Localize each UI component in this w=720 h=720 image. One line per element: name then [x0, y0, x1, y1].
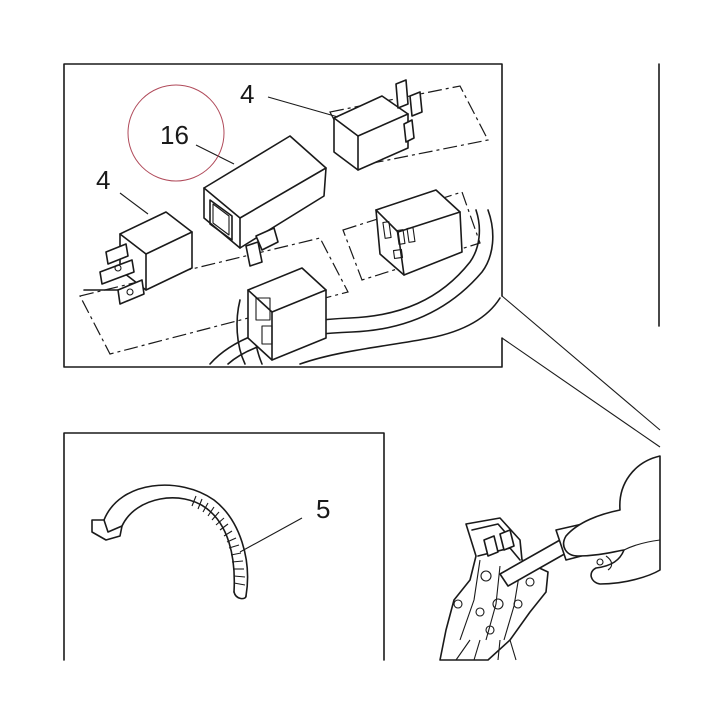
top-inset-frame	[63, 63, 503, 368]
callout-relay-right: 4	[240, 79, 254, 109]
inset-leader-lower	[501, 337, 661, 448]
relay-left	[83, 211, 193, 305]
leader-relay-left	[119, 192, 149, 215]
top-inset-panel	[63, 63, 661, 448]
leader-cable-tie	[239, 517, 303, 553]
leader-flasher	[195, 144, 235, 165]
callout-relay-left: 4	[96, 165, 110, 195]
callout-flasher: 16	[160, 120, 189, 150]
relay-socket-right	[375, 189, 463, 276]
hand	[562, 455, 661, 585]
inset-leader-upper	[501, 295, 661, 431]
relay-right	[333, 79, 423, 171]
mounting-bracket-assembly	[439, 517, 549, 661]
flasher-unit	[203, 135, 327, 267]
bottom-inset-frame	[63, 432, 385, 661]
callout-cable-tie: 5	[316, 494, 330, 524]
cable-tie	[91, 484, 249, 600]
highlight-circle	[127, 84, 225, 182]
mounting-outline-left-relay	[79, 237, 349, 355]
bottom-inset-panel	[63, 432, 385, 661]
relay-socket-left	[247, 267, 327, 361]
leader-relay-right	[267, 96, 339, 118]
